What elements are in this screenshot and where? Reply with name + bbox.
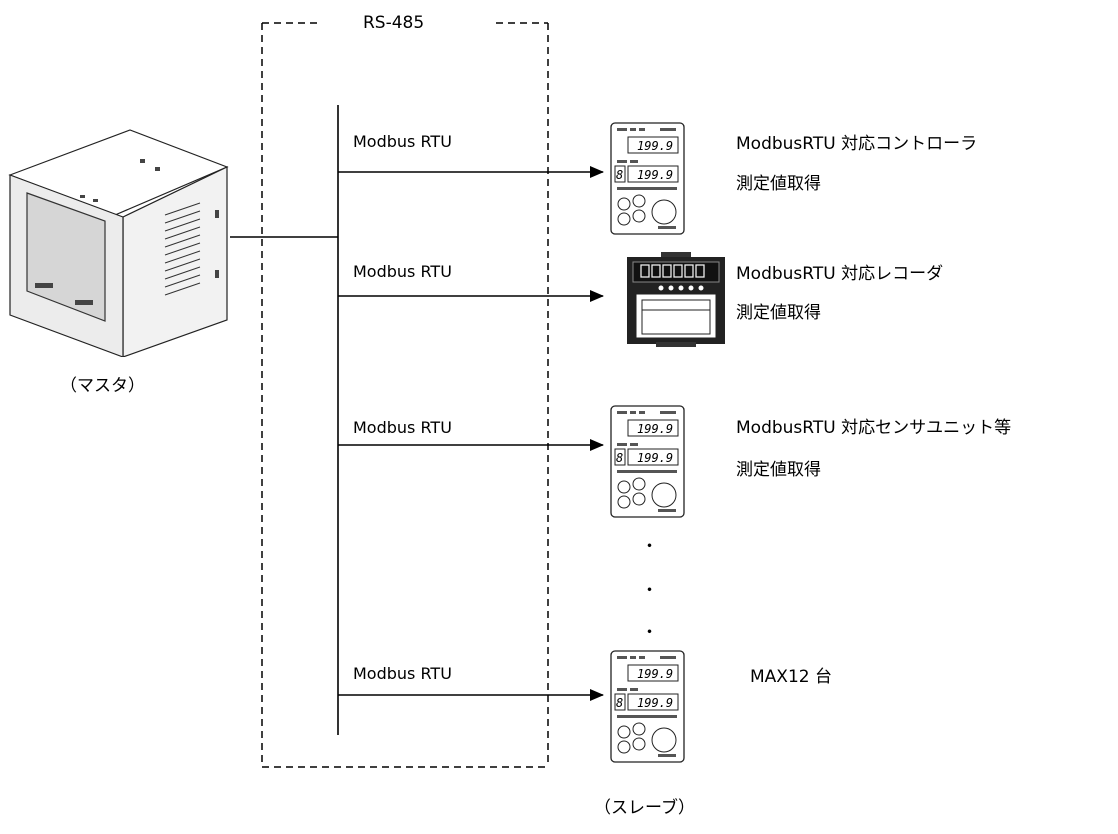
branch-4-protocol: Modbus RTU — [353, 664, 452, 683]
svg-text:199.9: 199.9 — [637, 168, 673, 182]
branch-3-protocol: Modbus RTU — [353, 418, 452, 437]
svg-text:199.9: 199.9 — [637, 696, 673, 710]
branch-2-device: ModbusRTU 対応レコーダ — [736, 264, 944, 284]
branch-3-action: 測定値取得 — [736, 460, 821, 480]
branch-3-device: ModbusRTU 対応センサユニット等 — [736, 418, 1012, 438]
ellipsis-dot: ・ — [641, 537, 658, 557]
bus-label: RS-485 — [363, 13, 425, 33]
slave-recorder-icon — [627, 252, 725, 347]
svg-text:8: 8 — [616, 451, 623, 465]
slave-label: （スレーブ） — [594, 798, 695, 818]
branch-1-protocol: Modbus RTU — [353, 132, 452, 151]
svg-text:8: 8 — [616, 696, 623, 710]
slave-controller-icon: 199.9 8 199.9 — [610, 650, 685, 763]
branch-2-action: 測定値取得 — [736, 303, 821, 323]
slave-controller-icon: 199.9 8 199.9 — [610, 122, 685, 235]
slave-sensor-unit-icon: 199.9 8 199.9 — [610, 405, 685, 518]
svg-text:199.9: 199.9 — [637, 451, 673, 465]
pv-display: 199.9 — [637, 139, 673, 153]
svg-text:199.9: 199.9 — [637, 422, 673, 436]
branch-1-action: 測定値取得 — [736, 174, 821, 194]
branch-1-device: ModbusRTU 対応コントローラ — [736, 134, 978, 154]
svg-text:199.9: 199.9 — [637, 667, 673, 681]
branch-4-device: MAX12 台 — [750, 667, 832, 687]
branch-2-protocol: Modbus RTU — [353, 262, 452, 281]
master-label: （マスタ） — [60, 376, 145, 396]
ellipsis-dot: ・ — [641, 623, 658, 643]
master-recorder-icon — [8, 129, 229, 357]
rs485-boundary — [261, 22, 549, 768]
ellipsis-dot: ・ — [641, 581, 658, 601]
svg-text:8: 8 — [616, 168, 623, 182]
